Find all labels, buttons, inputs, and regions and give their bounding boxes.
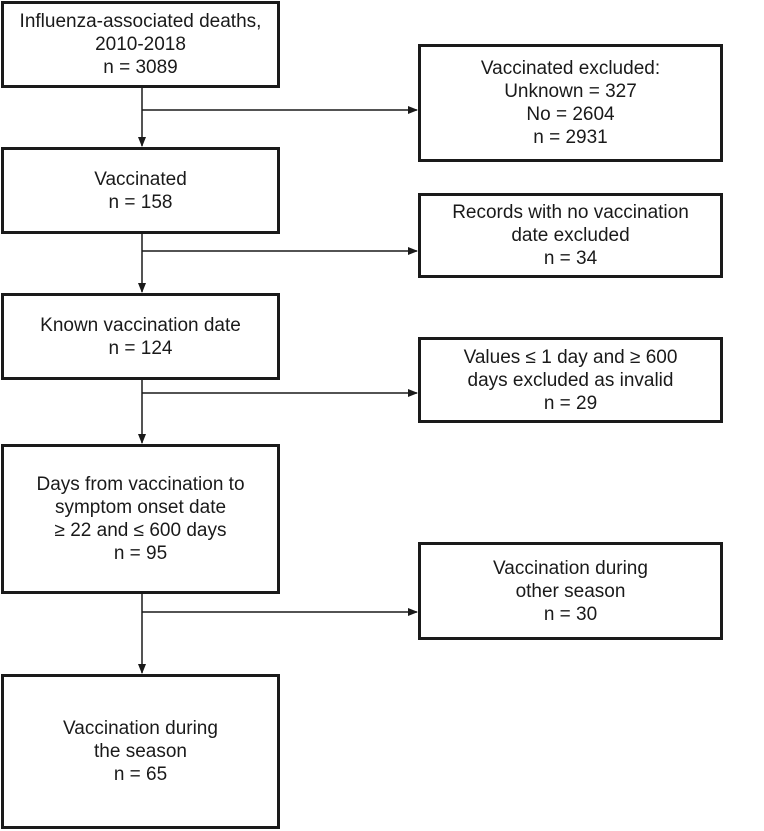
box-line: Unknown = 327 xyxy=(504,81,637,102)
box-line: n = 124 xyxy=(108,337,173,359)
box-line: Vaccination during xyxy=(493,557,648,579)
box-line: n = 65 xyxy=(113,764,168,785)
box-line: n = 3089 xyxy=(103,57,178,78)
box-invalid-values-excluded: Values ≤ 1 day and ≥ 600 days excluded a… xyxy=(418,337,723,423)
box-influenza-deaths: Influenza-associated deaths, 2010-2018 n… xyxy=(1,1,280,88)
box-line: Days from vaccination to xyxy=(36,474,245,495)
box-line: Records with no vaccination xyxy=(452,202,689,223)
box-line: n = 29 xyxy=(543,392,598,414)
box-line: ≥ 22 and ≤ 600 days xyxy=(54,520,227,541)
box-vaccination-during-season: Vaccination during the season n = 65 xyxy=(1,674,280,829)
box-line: 2010-2018 xyxy=(95,34,186,55)
box-line: Vaccinated excluded: xyxy=(480,58,661,79)
box-line: No = 2604 xyxy=(526,104,615,125)
box-line: Values ≤ 1 day and ≥ 600 xyxy=(463,346,678,368)
box-line: n = 30 xyxy=(543,603,598,625)
box-vaccinated-excluded: Vaccinated excluded: Unknown = 327 No = … xyxy=(418,44,723,162)
box-days-to-onset: Days from vaccination to symptom onset d… xyxy=(1,444,280,594)
box-line: other season xyxy=(515,580,626,602)
box-known-vaccination-date: Known vaccination date n = 124 xyxy=(1,293,280,380)
box-no-vaccination-date-excluded: Records with no vaccination date exclude… xyxy=(418,193,723,278)
box-line: Known vaccination date xyxy=(40,314,241,336)
box-line: n = 2931 xyxy=(533,127,608,148)
box-line: date excluded xyxy=(511,225,630,246)
box-line: the season xyxy=(94,741,187,762)
box-line: n = 34 xyxy=(543,248,598,269)
box-vaccination-other-season: Vaccination during other season n = 30 xyxy=(418,542,723,640)
box-line: Vaccinated xyxy=(94,168,187,190)
box-line: Influenza-associated deaths, xyxy=(19,11,262,32)
box-line: days excluded as invalid xyxy=(467,369,674,391)
box-line: n = 95 xyxy=(113,543,168,564)
box-line: symptom onset date xyxy=(54,497,227,518)
box-vaccinated: Vaccinated n = 158 xyxy=(1,147,280,234)
box-line: n = 158 xyxy=(108,191,173,213)
box-line: Vaccination during xyxy=(63,718,218,739)
